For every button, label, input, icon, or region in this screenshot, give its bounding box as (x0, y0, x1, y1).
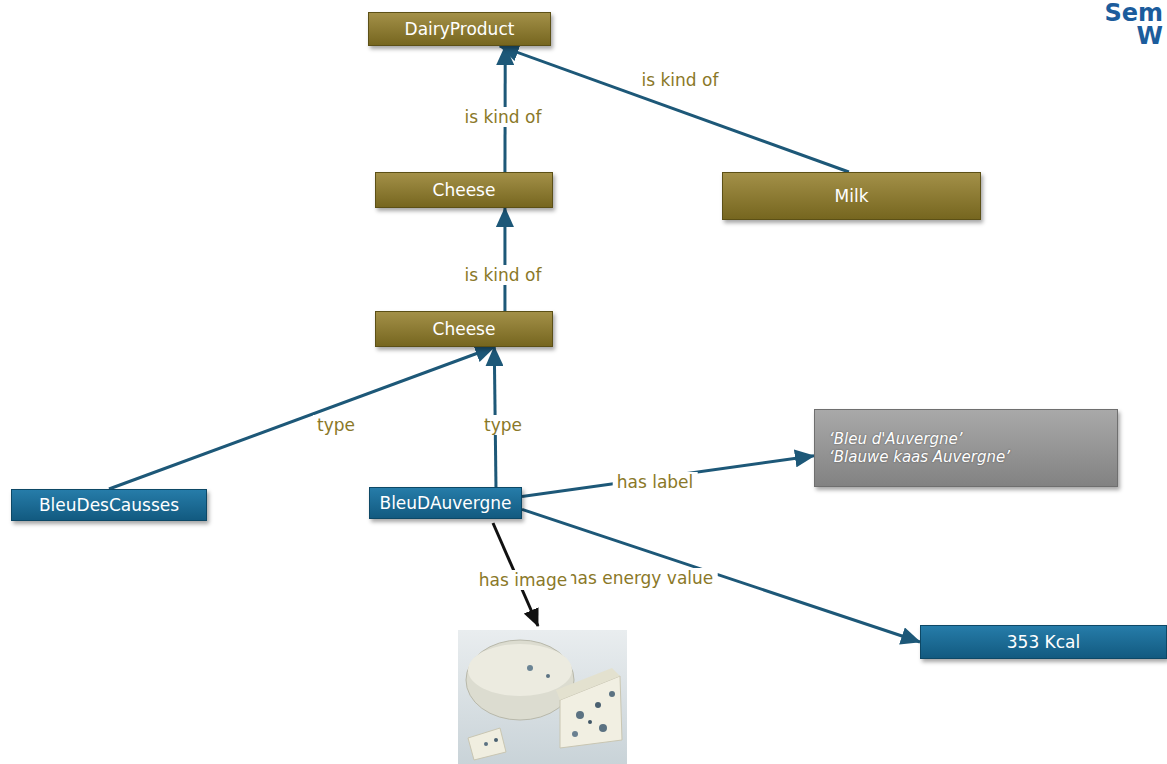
node-text: Cheese (433, 319, 496, 339)
connector-arrow (522, 509, 920, 642)
edge-label: is kind of (461, 265, 546, 285)
node-text: DairyProduct (405, 19, 515, 39)
cheese-wheel (466, 640, 574, 720)
value-box: 353 Kcal (920, 625, 1167, 659)
photo-ground (458, 630, 627, 764)
node-text: Milk (835, 186, 869, 206)
edge-label: has label (613, 472, 698, 492)
cheese-slice (468, 728, 506, 760)
connector-arrow (522, 456, 814, 497)
class-box: Cheese (375, 172, 553, 208)
edge-label: is kind of (638, 70, 723, 90)
connector-arrow (109, 347, 494, 489)
node-text: Cheese (433, 180, 496, 200)
logo-text: W (1137, 24, 1163, 48)
instance-box: BleuDAuvergne (369, 487, 522, 519)
edge-label: has energy value (563, 568, 718, 588)
class-box: Cheese (375, 311, 553, 347)
cheese-wheel-top (468, 644, 572, 696)
edge-label: is kind of (461, 107, 546, 127)
edge-label: type (313, 415, 359, 435)
node-text: ‘Blauwe kaas Auvergne’ (829, 448, 1010, 466)
edge-label: has image (475, 570, 571, 590)
edge-label: type (480, 415, 526, 435)
class-box: Milk (722, 172, 981, 220)
node-text: BleuDesCausses (39, 495, 179, 515)
literal-box: ‘Bleu d'Auvergne’‘Blauwe kaas Auvergne’ (814, 409, 1118, 487)
class-box: DairyProduct (368, 12, 551, 46)
node-text: BleuDAuvergne (379, 493, 511, 513)
logo-text: Sem (1104, 1, 1163, 25)
node-text: 353 Kcal (1007, 632, 1081, 652)
cheese-wedge-top (556, 668, 620, 700)
instance-box: BleuDesCausses (11, 489, 207, 521)
node-text: ‘Bleu d'Auvergne’ (829, 430, 962, 448)
connector-arrow (500, 46, 849, 172)
connector-arrow (503, 208, 506, 311)
